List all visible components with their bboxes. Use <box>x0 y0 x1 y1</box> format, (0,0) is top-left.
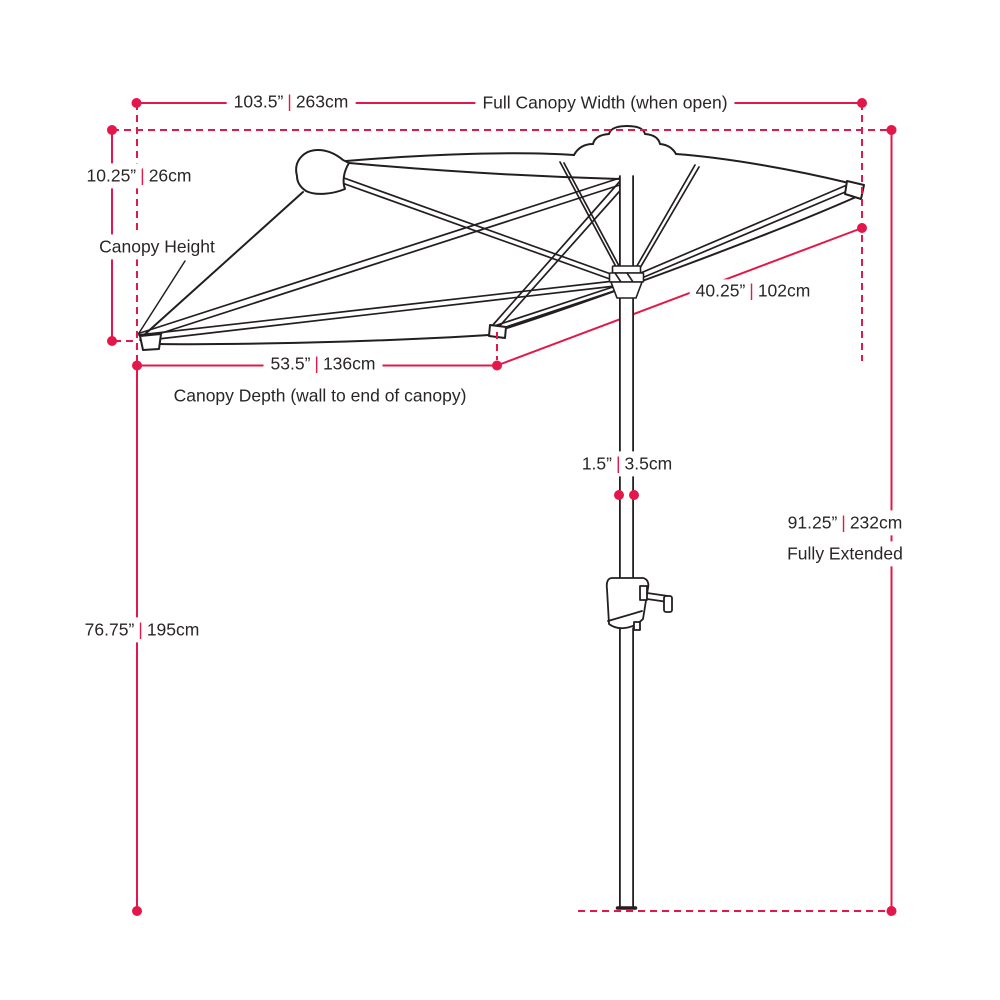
canopy-tip-front <box>488 324 507 339</box>
inches-value: 53.5” <box>270 353 311 374</box>
dim-canopy-height-label: Canopy Height <box>92 234 222 260</box>
dim-canopy-height-value: 10.25”|26cm <box>79 163 199 189</box>
cm-value: 26cm <box>148 165 192 186</box>
separator: | <box>615 453 621 474</box>
dim-pole-diameter-value: 1.5”|3.5cm <box>574 451 680 477</box>
dim-canopy-diagonal-value: 40.25”|102cm <box>689 279 817 303</box>
inches-value: 91.25” <box>787 512 838 533</box>
umbrella-illustration <box>136 125 865 910</box>
cm-value: 232cm <box>849 512 903 533</box>
inches-value: 1.5” <box>581 453 612 474</box>
umbrella-canopy <box>139 149 865 351</box>
separator: | <box>138 619 143 640</box>
cm-value: 263cm <box>295 91 349 112</box>
crank-grip <box>663 595 673 613</box>
separator: | <box>314 353 319 374</box>
dimension-lines-dashed <box>112 103 892 912</box>
cm-value: 136cm <box>322 353 376 374</box>
inches-value: 40.25” <box>695 280 746 301</box>
canopy-hem-right <box>503 196 857 330</box>
dim-canopy-depth-value: 53.5”|136cm <box>263 351 383 377</box>
canopy-back-hem <box>348 162 620 180</box>
separator: | <box>140 165 145 186</box>
crank-housing <box>605 577 650 630</box>
dim-fully-extended-value: 91.25”|232cm <box>780 510 910 536</box>
canopy-ridge-right <box>675 153 850 184</box>
dim-canopy-depth-label: Canopy Depth (wall to end of canopy) <box>167 384 473 408</box>
crank-housing-fold <box>607 610 643 622</box>
inches-value: 10.25” <box>86 165 137 186</box>
canopy-ridge-left <box>345 152 575 162</box>
cm-value: 195cm <box>146 619 200 640</box>
crank-pin <box>639 585 648 601</box>
canopy-tip-left <box>139 333 162 351</box>
canopy-flap <box>295 149 350 195</box>
umbrella-crank <box>605 577 673 631</box>
umbrella-ribs <box>136 161 851 342</box>
canopy-height-callout-line <box>138 260 186 334</box>
separator: | <box>287 91 292 112</box>
inches-value: 103.5” <box>233 91 284 112</box>
umbrella-pole <box>615 175 638 910</box>
cm-value: 102cm <box>757 280 811 301</box>
cm-value: 3.5cm <box>624 453 673 474</box>
canopy-hem-left <box>157 334 490 346</box>
dim-fully-extended-label: Fully Extended <box>780 541 910 567</box>
dim-pole-height-value: 76.75”|195cm <box>77 617 207 643</box>
canopy-edge-left <box>142 191 304 337</box>
umbrella-hub <box>608 265 645 299</box>
separator: | <box>841 512 846 533</box>
separator: | <box>749 280 754 301</box>
inches-value: 76.75” <box>84 619 135 640</box>
dimension-endpoint-dots <box>107 98 897 916</box>
crank-knob <box>633 621 641 631</box>
dimension-lines-solid <box>111 102 893 911</box>
dim-full-canopy-width-value: 103.5”|263cm <box>226 89 356 115</box>
dim-line-canopy-diagonal <box>496 227 863 367</box>
umbrella-finial <box>573 125 677 156</box>
dim-full-canopy-width-label: Full Canopy Width (when open) <box>475 90 735 116</box>
